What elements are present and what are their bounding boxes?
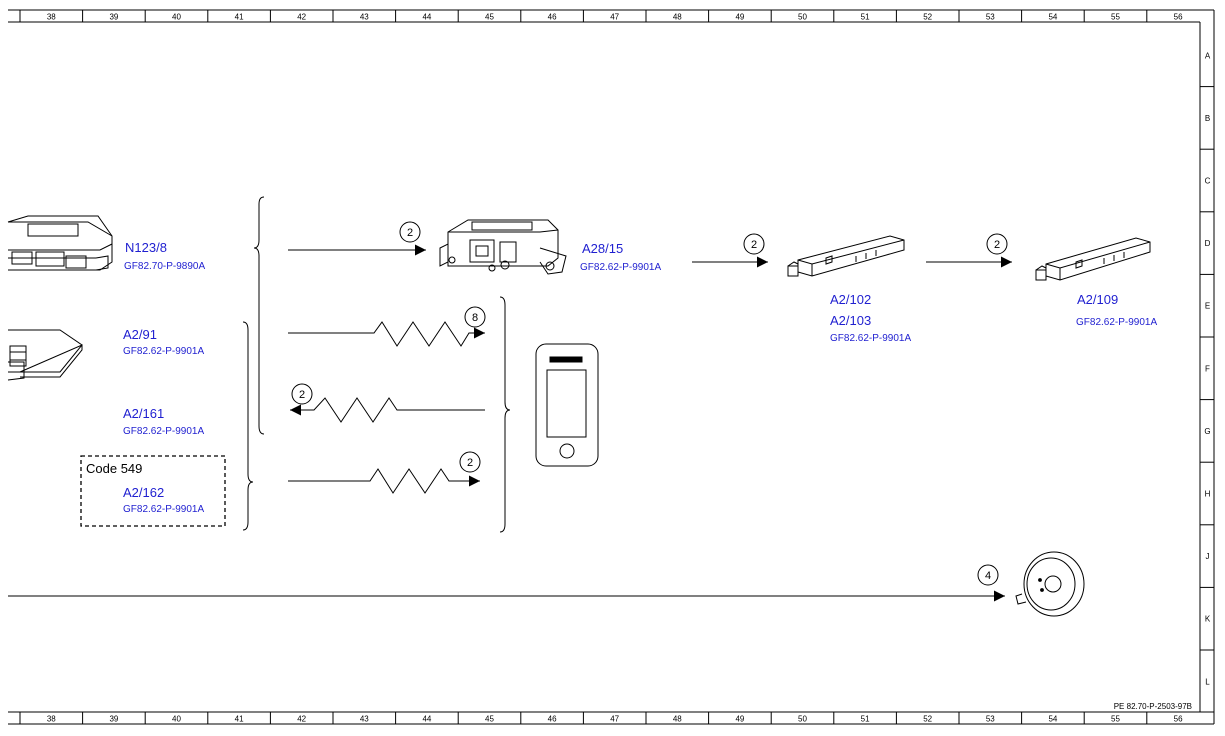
a28-15-id: A28/15 xyxy=(582,241,623,256)
svg-text:4: 4 xyxy=(985,570,991,582)
connection-lines xyxy=(8,244,1012,602)
connection-badge-c6: 2 xyxy=(986,233,1008,255)
connection-badge-c2: 8 xyxy=(464,306,486,328)
column-index-label: 38 xyxy=(47,715,56,724)
a2-161-ref: GF82.62-P-9901A xyxy=(123,426,204,437)
a2-109-ref: GF82.62-P-9901A xyxy=(1076,317,1157,328)
column-index-label: 45 xyxy=(485,13,494,22)
column-index-bottom: 38 39 40 41 42 43 44 45 46 47 48 49 50 51 52 53 54 55 56 xyxy=(19,712,1183,724)
connection-badge-c5: 2 xyxy=(743,233,765,255)
a2-102-antenna-image xyxy=(787,235,905,277)
connection-badge-c1: 2 xyxy=(399,221,421,243)
braces xyxy=(242,196,511,533)
column-index-label: 54 xyxy=(1048,715,1057,724)
a28-15-ref: GF82.62-P-9901A xyxy=(580,262,661,273)
a2-91-ref: GF82.62-P-9901A xyxy=(123,346,204,357)
a2-103-id: A2/103 xyxy=(830,313,871,328)
column-index-label: 47 xyxy=(610,13,619,22)
row-index-label: D xyxy=(1205,239,1211,248)
column-index-label: 40 xyxy=(172,13,181,22)
column-index-label: 43 xyxy=(360,13,369,22)
a2-162-ref: GF82.62-P-9901A xyxy=(123,504,204,515)
column-index-label: 41 xyxy=(235,13,244,22)
column-index-label: 47 xyxy=(610,715,619,724)
n123-8-id: N123/8 xyxy=(125,240,167,255)
n123-8-module-image xyxy=(7,215,113,271)
column-index-label: 49 xyxy=(735,13,744,22)
column-index-label: 46 xyxy=(548,13,557,22)
a2-162-id: A2/162 xyxy=(123,485,164,500)
column-index-label: 44 xyxy=(422,715,431,724)
column-index-label: 54 xyxy=(1048,13,1057,22)
row-index-label: L xyxy=(1205,677,1210,686)
svg-text:2: 2 xyxy=(299,389,305,401)
column-index-label: 46 xyxy=(548,715,557,724)
column-index-label: 43 xyxy=(360,715,369,724)
column-index-label: 52 xyxy=(923,715,932,724)
column-index-label: 49 xyxy=(735,715,744,724)
column-index-label: 42 xyxy=(297,715,306,724)
a2-109-antenna-image xyxy=(1035,237,1151,281)
row-index-label: F xyxy=(1205,364,1210,373)
row-index-right: A B C D E F G H J K L xyxy=(1200,51,1214,686)
n123-8-ref: GF82.70-P-9890A xyxy=(124,261,205,272)
column-index-label: 52 xyxy=(923,13,932,22)
column-index-label: 56 xyxy=(1174,715,1183,724)
row-index-label: A xyxy=(1205,51,1211,60)
a28-15-module-image xyxy=(439,219,567,275)
a2-161-id: A2/161 xyxy=(123,406,164,421)
column-index-label: 48 xyxy=(673,715,682,724)
column-index-label: 51 xyxy=(861,715,870,724)
a2-102-103-ref: GF82.62-P-9901A xyxy=(830,333,911,344)
mobile-phone-icon xyxy=(535,343,599,467)
connection-badge-c3: 2 xyxy=(291,383,313,405)
code-549-label: Code 549 xyxy=(86,461,142,476)
column-index-label: 42 xyxy=(297,13,306,22)
document-reference: PE 82.70-P-2503-97B xyxy=(1114,702,1192,711)
column-index-label: 40 xyxy=(172,715,181,724)
column-index-top: 38 39 40 41 42 43 44 45 46 47 48 49 50 51 52 53 54 55 56 xyxy=(19,10,1183,22)
column-index-label: 53 xyxy=(986,715,995,724)
connection-badge-c7: 4 xyxy=(977,564,999,586)
column-index-label: 56 xyxy=(1174,13,1183,22)
column-index-label: 50 xyxy=(798,715,807,724)
column-index-label: 39 xyxy=(109,715,118,724)
row-index-label: B xyxy=(1205,114,1210,123)
row-index-label: G xyxy=(1204,427,1210,436)
column-index-label: 53 xyxy=(986,13,995,22)
column-index-label: 50 xyxy=(798,13,807,22)
svg-text:2: 2 xyxy=(994,239,1000,251)
connection-badge-c4: 2 xyxy=(459,451,481,473)
svg-text:2: 2 xyxy=(407,227,413,239)
svg-text:8: 8 xyxy=(472,312,478,324)
sheet-frame xyxy=(8,9,1215,725)
code-549-dashed-box xyxy=(80,455,226,527)
column-index-label: 48 xyxy=(673,13,682,22)
row-index-label: E xyxy=(1205,302,1210,311)
a2-91-id: A2/91 xyxy=(123,327,157,342)
column-index-label: 44 xyxy=(422,13,431,22)
row-index-label: J xyxy=(1206,552,1210,561)
column-index-label: 55 xyxy=(1111,715,1120,724)
column-index-label: 39 xyxy=(109,13,118,22)
column-index-label: 38 xyxy=(47,13,56,22)
row-index-label: K xyxy=(1205,615,1211,624)
column-index-label: 45 xyxy=(485,715,494,724)
a2-102-id: A2/102 xyxy=(830,292,871,307)
column-index-label: 51 xyxy=(861,13,870,22)
round-unit-image xyxy=(1015,551,1085,617)
a2-109-id: A2/109 xyxy=(1077,292,1118,307)
column-index-label: 55 xyxy=(1111,13,1120,22)
row-index-label: C xyxy=(1205,177,1211,186)
svg-text:2: 2 xyxy=(467,457,473,469)
svg-text:2: 2 xyxy=(751,239,757,251)
column-index-label: 41 xyxy=(235,715,244,724)
a2-91-module-image xyxy=(7,329,83,381)
row-index-label: H xyxy=(1205,490,1211,499)
